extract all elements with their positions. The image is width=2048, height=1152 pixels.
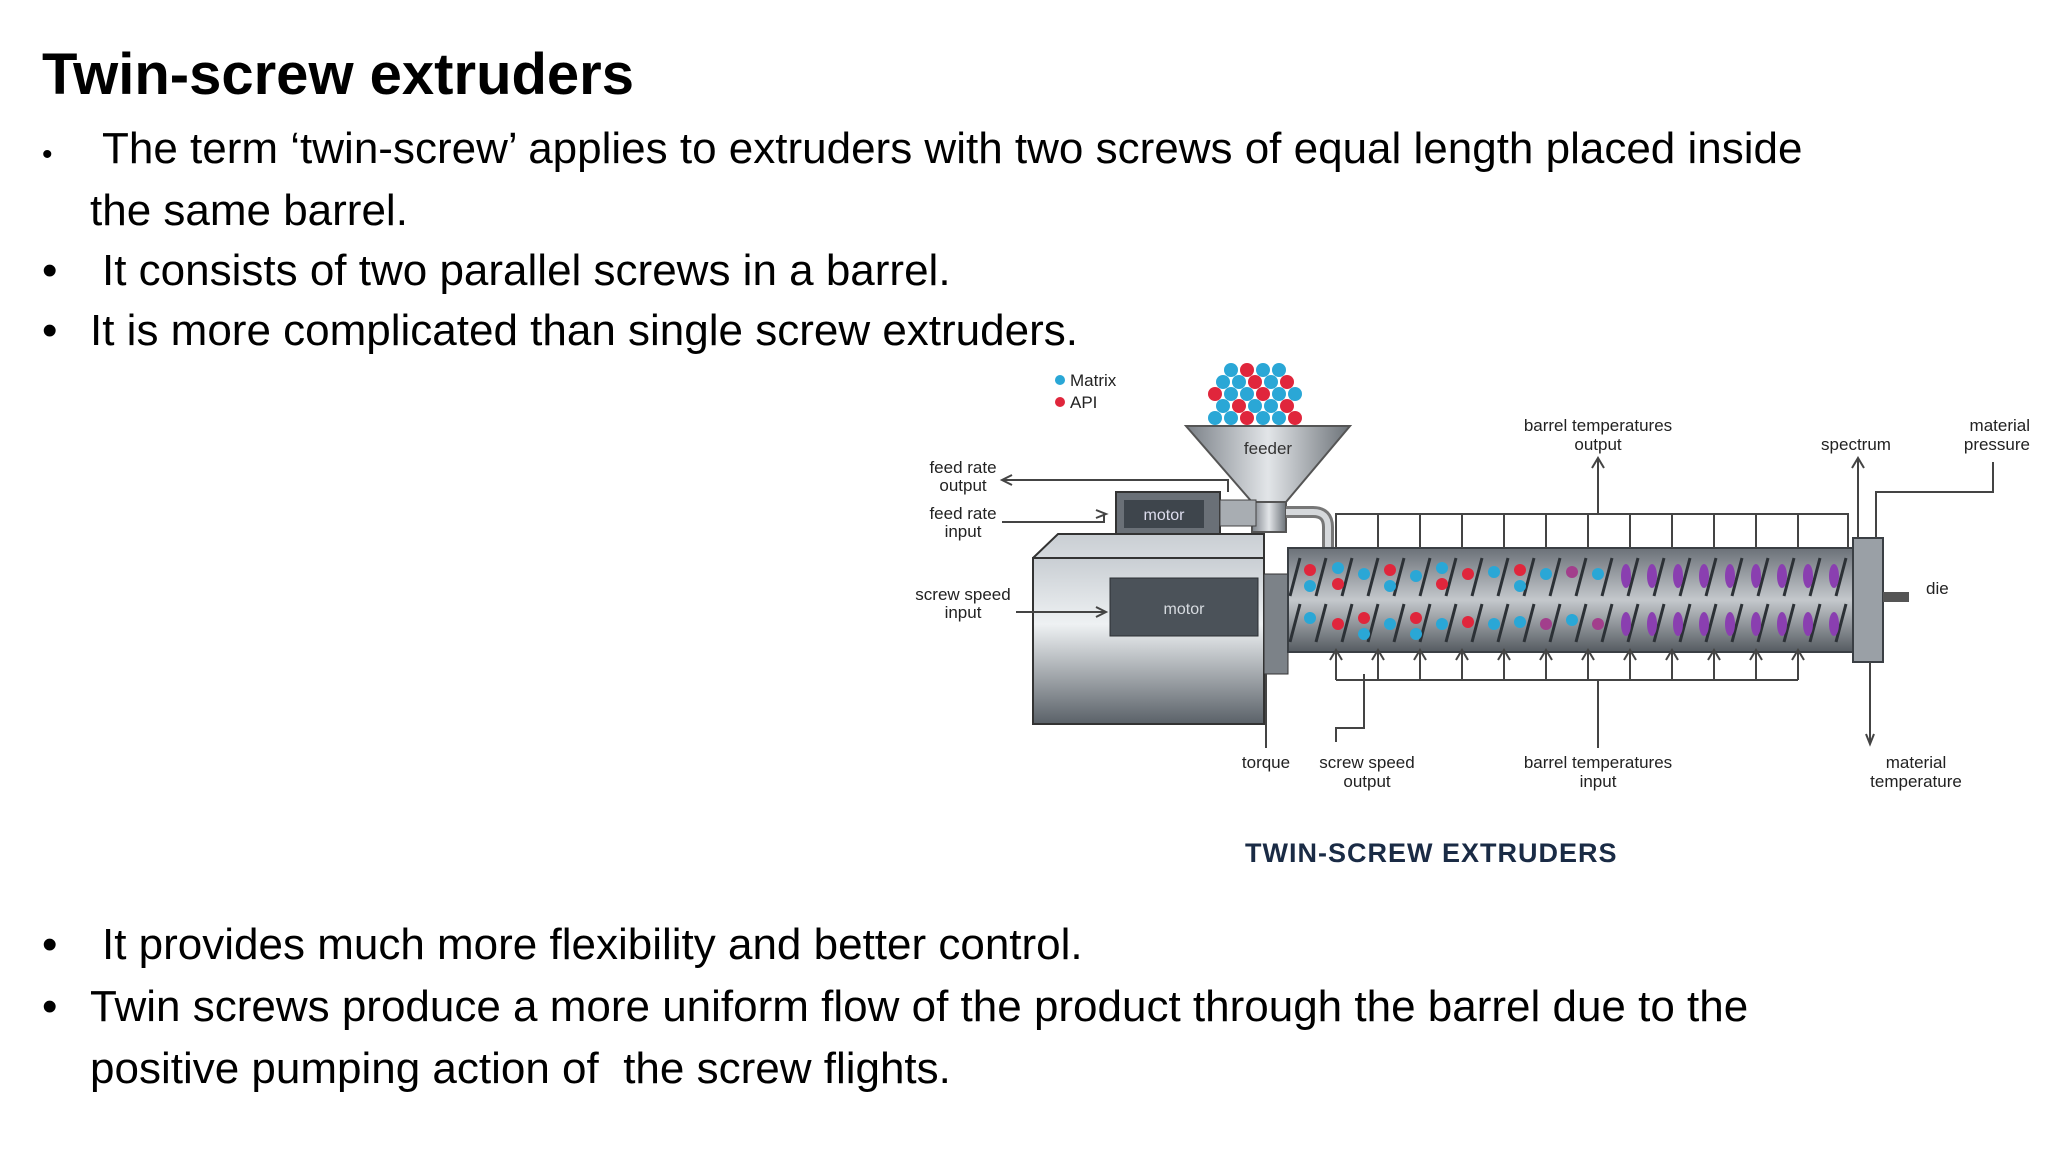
bullet-item: • Twin screws produce a more uniform flo…: [42, 976, 2022, 1100]
main-motor: motor: [1032, 533, 1289, 725]
die-sensors: [1851, 456, 1994, 538]
barrel-temp-input-label-2: input: [1580, 772, 1617, 791]
barrel-temp-output-label-2: output: [1574, 435, 1622, 454]
api-legend-dot: [1055, 397, 1065, 407]
feeder-label: feeder: [1244, 439, 1293, 458]
screw-speed-output-label-1: screw speed: [1319, 753, 1414, 772]
screw-particles: [1304, 562, 1839, 640]
bullet-marker: •: [42, 138, 53, 171]
legend-api: API: [1070, 393, 1097, 412]
bullet-item: • It consists of two parallel screws in …: [42, 240, 2022, 302]
bullet-text: The term ‘twin-screw’ applies to extrude…: [90, 124, 1803, 235]
feeder-granules: [1208, 363, 1302, 425]
screw-speed-input-label-2: input: [945, 603, 982, 622]
left-signal-arrows: [999, 474, 1229, 618]
motor-small-label: motor: [1144, 507, 1186, 524]
screw-speed-output-label-2: output: [1343, 772, 1391, 791]
slide-title: Twin-screw extruders: [42, 42, 635, 107]
barrel-temp-input-label-1: barrel temperatures: [1524, 753, 1672, 772]
feed-rate-input-label-2: input: [945, 522, 982, 541]
legend: Matrix API: [1055, 371, 1117, 412]
spectrum-label: spectrum: [1821, 435, 1891, 454]
material-temp-label-2: temperature: [1870, 772, 1962, 791]
barrel-temperature-input-sensors: [1265, 648, 1875, 748]
twin-screw-extruder-diagram: Matrix API feeder: [908, 362, 2030, 880]
bullet-text: Twin screws produce a more uniform flow …: [90, 982, 1749, 1093]
die-label: die: [1926, 579, 1949, 598]
feed-rate-input-label-1: feed rate: [929, 504, 996, 523]
motor-main-label: motor: [1164, 601, 1206, 618]
screw-flights: [1288, 557, 1848, 643]
bullet-item: • It provides much more flexibility and …: [42, 914, 2022, 976]
bullet-marker: •: [42, 306, 58, 355]
screw-speed-input-label-1: screw speed: [915, 585, 1010, 604]
material-pressure-label-2: pressure: [1964, 435, 2030, 454]
bullet-text: It provides much more flexibility and be…: [102, 920, 1083, 969]
matrix-legend-dot: [1055, 375, 1065, 385]
barrel-temperature-output-sensors: [1335, 456, 1849, 548]
feed-rate-output-label-1: feed rate: [929, 458, 996, 477]
bullet-text: It consists of two parallel screws in a …: [102, 246, 951, 295]
bullet-text: It is more complicated than single screw…: [90, 306, 1078, 355]
material-temp-label-1: material: [1886, 753, 1946, 772]
legend-matrix: Matrix: [1070, 371, 1117, 390]
barrel: die: [1287, 537, 1949, 663]
bullet-marker: •: [42, 246, 58, 295]
bullet-marker: •: [42, 920, 58, 969]
feed-rate-output-label-2: output: [939, 476, 987, 495]
bullet-marker: •: [42, 982, 58, 1031]
figure-caption: TWIN-SCREW EXTRUDERS: [1245, 838, 1618, 868]
feeder-motor: motor: [1115, 491, 1257, 537]
bullet-item: • The term ‘twin-screw’ applies to extru…: [42, 118, 2022, 242]
torque-label: torque: [1242, 753, 1290, 772]
barrel-temp-output-label-1: barrel temperatures: [1524, 416, 1672, 435]
bullet-item: • It is more complicated than single scr…: [42, 300, 2022, 362]
material-pressure-label-1: material: [1970, 416, 2030, 435]
